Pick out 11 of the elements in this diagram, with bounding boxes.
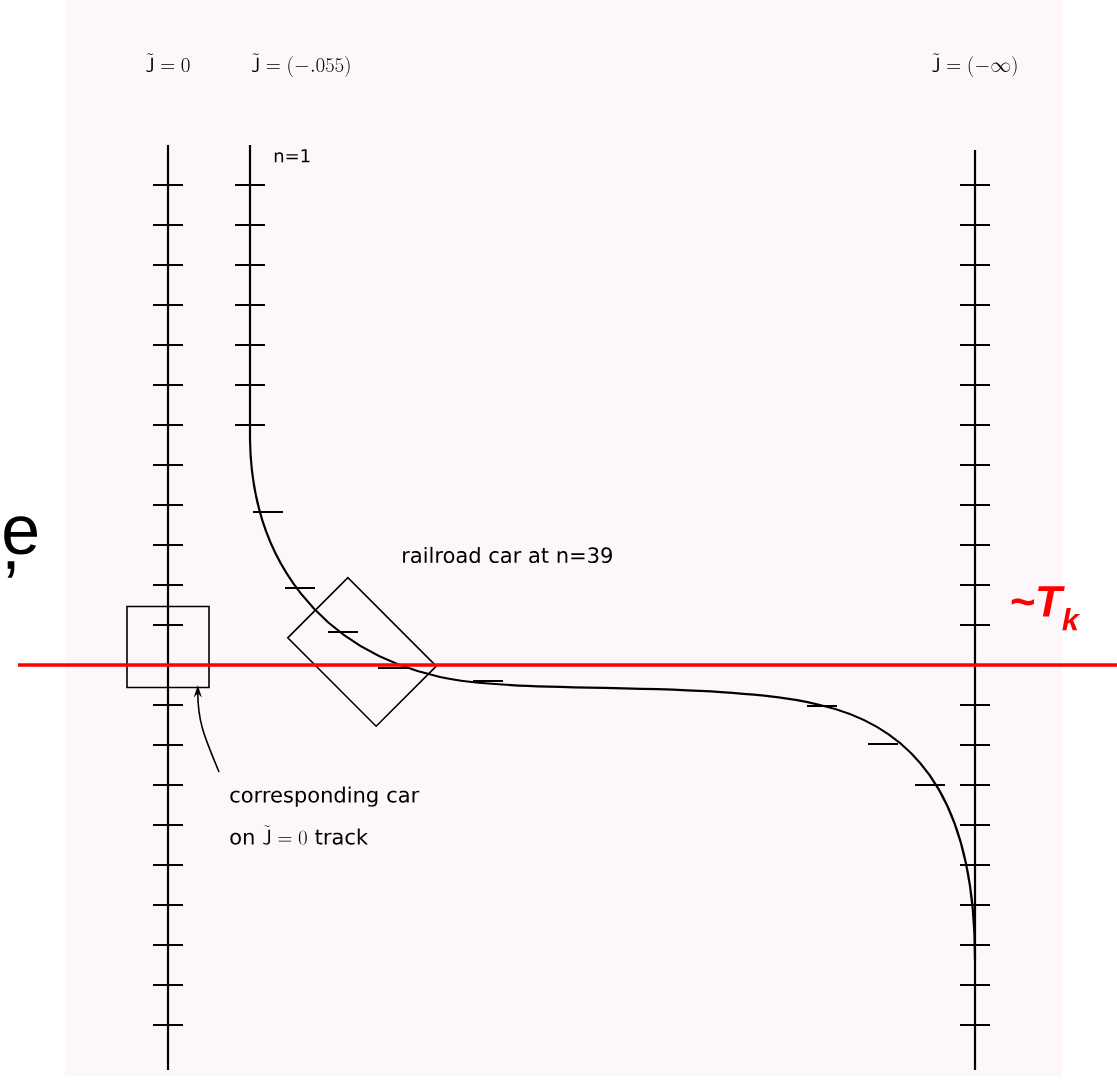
track-label: $\tilde{\mathsf{J}}=(-\infty)$ — [932, 53, 1017, 77]
temperature-label: ~T$_{k}$ — [1011, 586, 1081, 631]
slide-text-fragment: , — [7, 561, 15, 578]
callout-text: $\begin{array}{l}\text{corresponding car}\\[6pt]\text{on }\tilde{\mathsf{J}}=0\text{ track}\end{array}$ — [230, 786, 420, 845]
car-box — [126, 605, 210, 689]
slide-text-fragment: e — [4, 516, 38, 555]
railroad-car-box — [286, 576, 438, 728]
track-label: $\tilde{\mathsf{J}}= (-.055)$ — [252, 53, 350, 77]
car-caption: railroad car at n=39 — [403, 546, 612, 564]
car-number: n=1 — [274, 149, 310, 163]
track-label: $\tilde{\mathsf{J}}=0$ — [146, 53, 190, 73]
